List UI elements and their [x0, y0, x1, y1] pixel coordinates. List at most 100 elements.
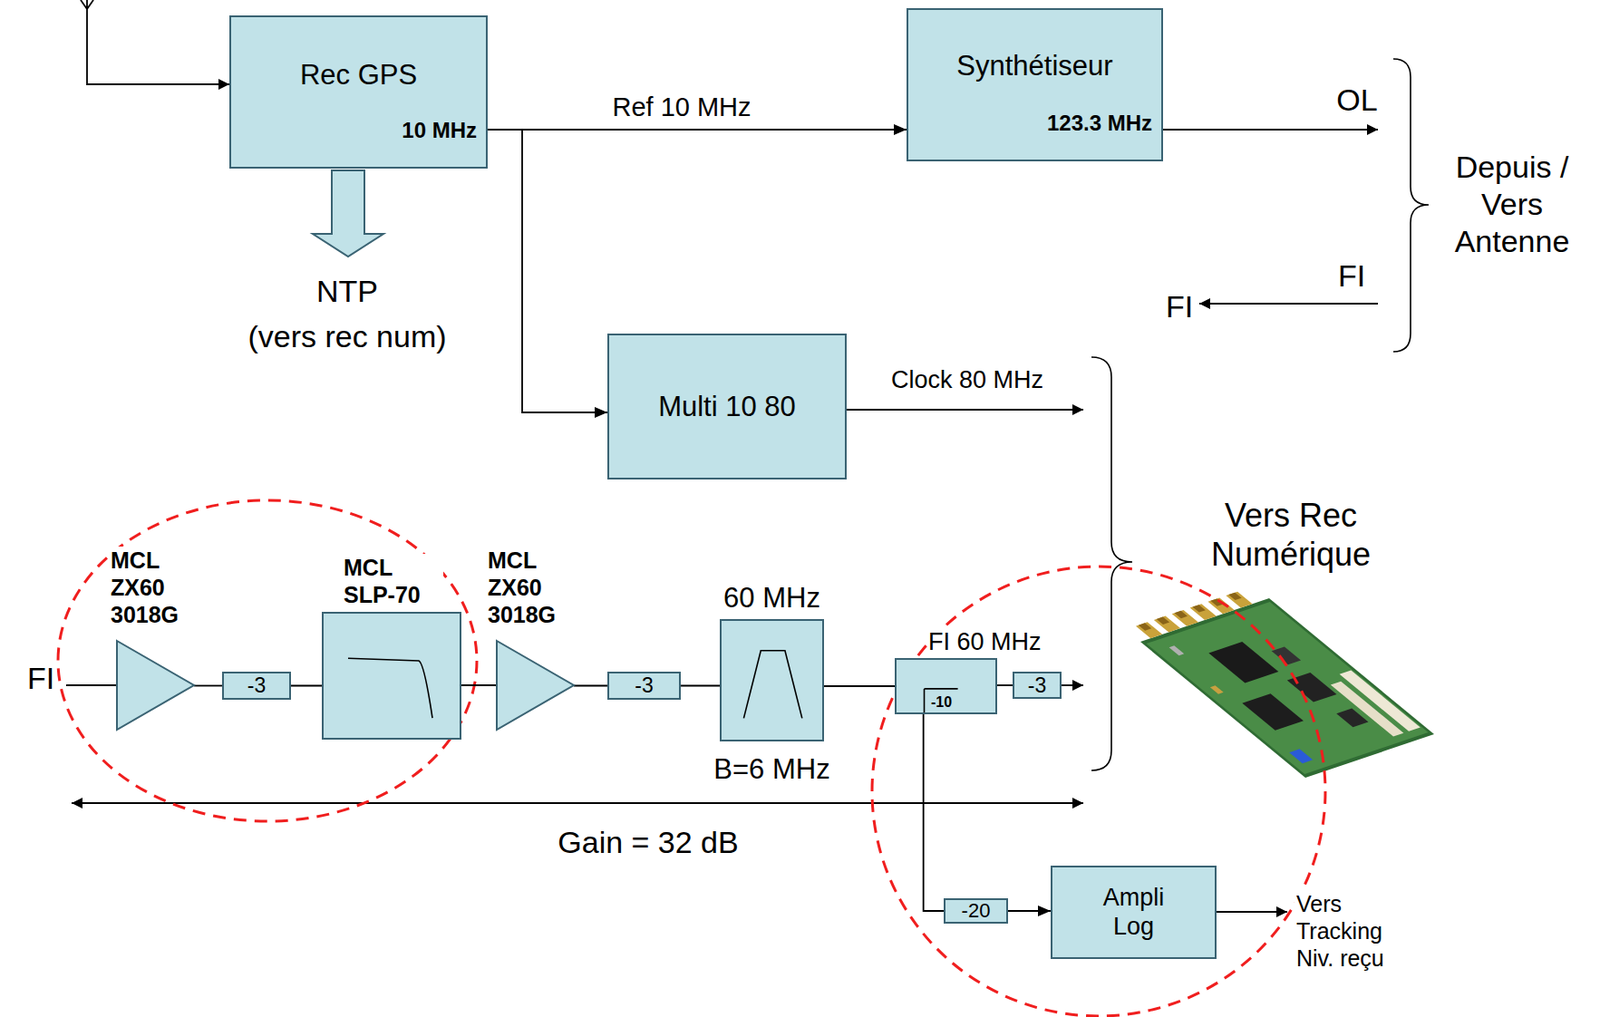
connector: [680, 685, 720, 687]
connector: [461, 685, 497, 687]
connector-line: [193, 685, 223, 688]
signal-label: FI: [1336, 257, 1368, 295]
lowpass-symbol: [348, 658, 433, 718]
connector-line: [461, 684, 497, 687]
sma-connector: [1172, 610, 1199, 627]
tri-outline: [116, 640, 194, 730]
connector-line: [487, 129, 608, 413]
attenuator-box: -3: [1012, 671, 1062, 699]
chip: [1241, 693, 1304, 731]
signal-label: FI: [1163, 288, 1195, 326]
amplifier-triangle: MCL ZX60 3018G: [116, 640, 194, 730]
node-label: -3: [634, 675, 653, 697]
group-label: Depuis / Vers Antenne: [1431, 148, 1594, 260]
frequency-label: 60 MHz: [723, 581, 821, 615]
receiver-box: Rec GPS 10 MHz: [229, 15, 488, 169]
digitizer-board: [1125, 586, 1435, 779]
node-label: Synthétiseur: [956, 49, 1113, 83]
node-label: Rec GPS: [300, 58, 417, 92]
node-label: -3: [1027, 675, 1047, 697]
sma-connector: [1174, 610, 1188, 619]
brace: [1091, 357, 1133, 771]
connector-line: [680, 685, 720, 688]
ntp-arrow: [312, 170, 384, 257]
lpf-outline: [323, 613, 460, 738]
highlight-ellipse: [872, 566, 1326, 1017]
coupler-symbol: [924, 688, 959, 713]
bandwidth-label: B=6 MHz: [713, 752, 830, 786]
note-label: Vers Tracking Niv. reçu: [1294, 890, 1398, 972]
attenuator-box: -20: [943, 898, 1009, 924]
sma-connector: [1225, 591, 1252, 609]
node-label: -20: [961, 901, 991, 922]
dimension-label: Gain = 32 dB: [555, 824, 740, 862]
pmc-connector: [1330, 681, 1405, 737]
arrowhead: [1037, 905, 1051, 917]
connector: [573, 685, 608, 687]
bandpass-filter: 60 MHzB=6 MHz: [719, 619, 825, 742]
connector: [997, 685, 1013, 687]
sma-connector: [1192, 604, 1205, 612]
node-label: Ampli Log: [1093, 883, 1175, 941]
component: [1169, 645, 1185, 656]
amplifier-symbol: [116, 640, 194, 730]
bandpass-symbol: [743, 650, 802, 719]
node-label: Multi 10 80: [658, 390, 796, 424]
sma-connector: [1138, 622, 1152, 631]
log-amplifier-box: Ampli Log: [1050, 865, 1217, 960]
connector-line: [290, 685, 322, 688]
board-pcb: [1140, 598, 1435, 778]
connector-line: [573, 685, 608, 688]
frequency-label: 123.3 MHz: [1047, 110, 1153, 136]
node-label: -3: [247, 675, 266, 697]
group-label: Vers Rec Numérique: [1162, 495, 1420, 574]
amplifier-triangle: MCL ZX60 3018G: [496, 640, 574, 730]
synthesizer-box: Synthétiseur 123.3 MHz: [906, 8, 1164, 162]
connector: [487, 124, 907, 136]
bpf-outline: [721, 620, 823, 740]
frequency-label: 10 MHz: [401, 117, 477, 144]
part-number: MCL SLP-70: [343, 553, 444, 609]
sma-connector: [1135, 621, 1163, 639]
tracking-wire: [1216, 911, 1288, 913]
board-pcb: [1145, 601, 1428, 775]
connector: [923, 714, 944, 912]
signal-label: Clock 80 MHz: [889, 365, 1046, 395]
signal-label: OL: [1334, 81, 1379, 119]
attenuator-box: -3: [607, 671, 681, 700]
arrowhead: [594, 407, 608, 418]
connector: [290, 685, 322, 687]
antenna-wire: [80, 0, 230, 85]
part-number: MCL ZX60 3018G: [487, 546, 579, 629]
lo-wire: [1163, 128, 1378, 131]
sma-connector: [1153, 616, 1181, 633]
coupler-box: FI 60 MHz-10: [894, 658, 998, 715]
connector-line: [824, 685, 895, 688]
connector: [1008, 905, 1051, 917]
connector: [487, 129, 608, 418]
gain-dimension: [71, 802, 1084, 805]
note-label: (vers rec num): [245, 318, 448, 356]
component: [1210, 685, 1224, 694]
amplifier-symbol: [496, 640, 574, 730]
if-output-wire: [1061, 684, 1084, 687]
sma-connector: [1190, 603, 1217, 621]
sma-connector: [1208, 597, 1235, 614]
multiplier-box: Multi 10 80: [607, 333, 847, 480]
connector-line: [923, 714, 944, 912]
part-number: MCL ZX60 3018G: [110, 546, 202, 629]
tri-outline: [496, 640, 574, 730]
component: [1289, 748, 1313, 764]
connector-line: [997, 684, 1013, 687]
if-wire: [1199, 302, 1378, 305]
edge-label: Ref 10 MHz: [610, 91, 753, 124]
chip: [1271, 647, 1301, 666]
signal-label: FI 60 MHz: [928, 627, 1042, 657]
attenuator-box: -3: [222, 671, 291, 700]
brace: [1393, 58, 1429, 352]
coupling-label: -10: [930, 695, 952, 710]
clock-wire: [846, 408, 1084, 411]
signal-label: FI: [25, 659, 57, 698]
if-input-wire: [66, 684, 117, 687]
